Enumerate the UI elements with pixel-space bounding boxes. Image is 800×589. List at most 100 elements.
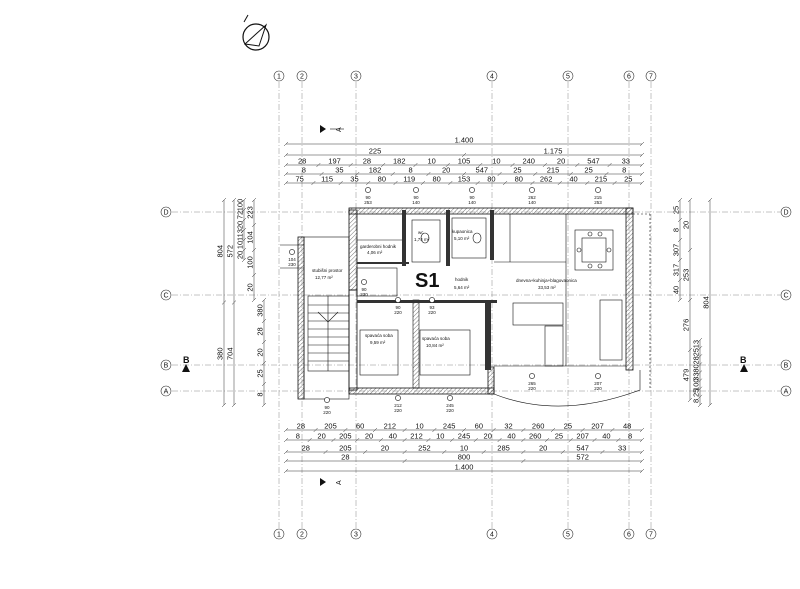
axis-bubble — [273, 528, 285, 540]
axis-bubble — [562, 70, 574, 82]
dimension-value: 285 — [497, 444, 510, 453]
dimension-value: 28 — [297, 422, 305, 431]
dimension-value: 25 — [555, 432, 563, 441]
axis-bubble — [296, 528, 308, 540]
axis-label: 5 — [566, 532, 570, 539]
opening-marker — [395, 297, 401, 303]
dimension-value: 28 — [302, 444, 310, 453]
axis-label: C — [783, 293, 788, 300]
dimension-value: 479 — [682, 369, 691, 382]
dimension-value: 80 — [515, 175, 523, 184]
axis-label: 2 — [300, 74, 304, 81]
opening-height: 140 — [468, 200, 476, 205]
dimension-value: 252 — [418, 444, 431, 453]
section-b-right-label: B — [740, 355, 747, 365]
dimension-value: 115 — [321, 175, 333, 184]
room-area: 5,10 m² — [454, 236, 470, 241]
room-area: 4,06 m² — [367, 250, 383, 255]
opening-marker — [289, 249, 295, 255]
dimension-value: 80 — [432, 175, 440, 184]
axis-bubble — [645, 70, 657, 82]
walls — [297, 207, 634, 400]
room-name: stubišni prostor — [312, 268, 343, 273]
dimension-value: 800 — [458, 453, 471, 462]
axis-label: D — [163, 210, 168, 217]
axis-label: 6 — [627, 532, 631, 539]
dimension-value: 20 — [557, 157, 565, 166]
dimension-value: 25 — [564, 422, 572, 431]
dimension-value: 205 — [324, 422, 337, 431]
dimension-value: 33 — [618, 444, 626, 453]
opening-width: 90 — [469, 195, 475, 200]
openings: 9025390140901402621402152531042309023090… — [288, 187, 602, 415]
dimension-value: 113 — [236, 229, 245, 241]
opening-width: 207 — [594, 381, 602, 386]
dimension-value: 207 — [576, 432, 589, 441]
dimension-value: 28 — [692, 356, 701, 364]
dimension-value: 8 — [622, 166, 626, 175]
dimension-value: 100 — [236, 199, 245, 212]
dimension-value: 60 — [475, 422, 483, 431]
dimension-value: 33 — [692, 372, 701, 380]
axis-label: 3 — [354, 532, 358, 539]
axis-grid — [172, 82, 780, 528]
outline-lines — [280, 213, 651, 407]
dimension-value: 317 — [672, 264, 681, 277]
dimension-value: 100 — [692, 378, 701, 391]
axis-label: 7 — [649, 532, 653, 539]
dimension-value: 20 — [317, 432, 325, 441]
axis-label: 1 — [277, 74, 281, 81]
dimension-value: 215 — [547, 166, 560, 175]
dimension-value: 245 — [443, 422, 456, 431]
axis-label: 6 — [627, 74, 631, 81]
dimension-value: 225 — [369, 147, 382, 156]
dimension-value: 8 — [409, 166, 413, 175]
axis-bubble — [160, 359, 172, 371]
dimension-value: 25 — [692, 348, 701, 356]
dimension-value: 207 — [591, 422, 604, 431]
dimension-value: 804 — [702, 296, 711, 309]
dimension-value: 704 — [226, 347, 235, 360]
dimension-value: 197 — [328, 157, 341, 166]
dimension-value: 20 — [365, 432, 373, 441]
room-name: spavaća soba — [422, 336, 450, 341]
dimension-value: 260 — [529, 432, 542, 441]
dimension-value: 212 — [384, 422, 397, 431]
dimension-value: 240 — [522, 157, 535, 166]
axis-bubble — [273, 70, 285, 82]
opening-marker — [361, 279, 367, 285]
axis-label: 5 — [566, 74, 570, 81]
dimension-value: 60 — [356, 422, 364, 431]
opening-marker — [595, 187, 601, 193]
dimension-value: 182 — [369, 166, 382, 175]
dimension-value: 260 — [532, 422, 545, 431]
opening-width: 265 — [528, 381, 536, 386]
room-area: 1,74 m² — [414, 237, 430, 242]
dimension-value: 10 — [236, 241, 245, 249]
dimension-value: 8 — [692, 399, 701, 403]
dimension-value: 20 — [539, 444, 547, 453]
axis-bubble — [350, 70, 362, 82]
dimension-value: 572 — [576, 453, 589, 462]
dimension-value: 35 — [350, 175, 358, 184]
opening-height: 140 — [412, 200, 420, 205]
dimension-value: 572 — [226, 245, 235, 258]
dimension-value: 28 — [298, 157, 306, 166]
room-labels: garderobni hodnik 4,06 m² wc 1,74 m² kup… — [312, 229, 577, 348]
dimension-value: 8 — [628, 432, 632, 441]
opening-height: 140 — [528, 200, 536, 205]
axis-label: A — [164, 389, 169, 396]
dimension-value: 245 — [458, 432, 471, 441]
axis-label: C — [163, 293, 168, 300]
dimension-value: 80 — [487, 175, 495, 184]
dimension-value: 262 — [540, 175, 553, 184]
dimension-value: 8 — [302, 166, 306, 175]
dimension-value: 25 — [672, 206, 681, 214]
dimension-value: 205 — [339, 444, 352, 453]
dimension-value: 8 — [672, 228, 681, 232]
opening-width: 104 — [288, 257, 296, 262]
opening-height: 253 — [364, 200, 372, 205]
dimension-value: 25 — [513, 166, 521, 175]
